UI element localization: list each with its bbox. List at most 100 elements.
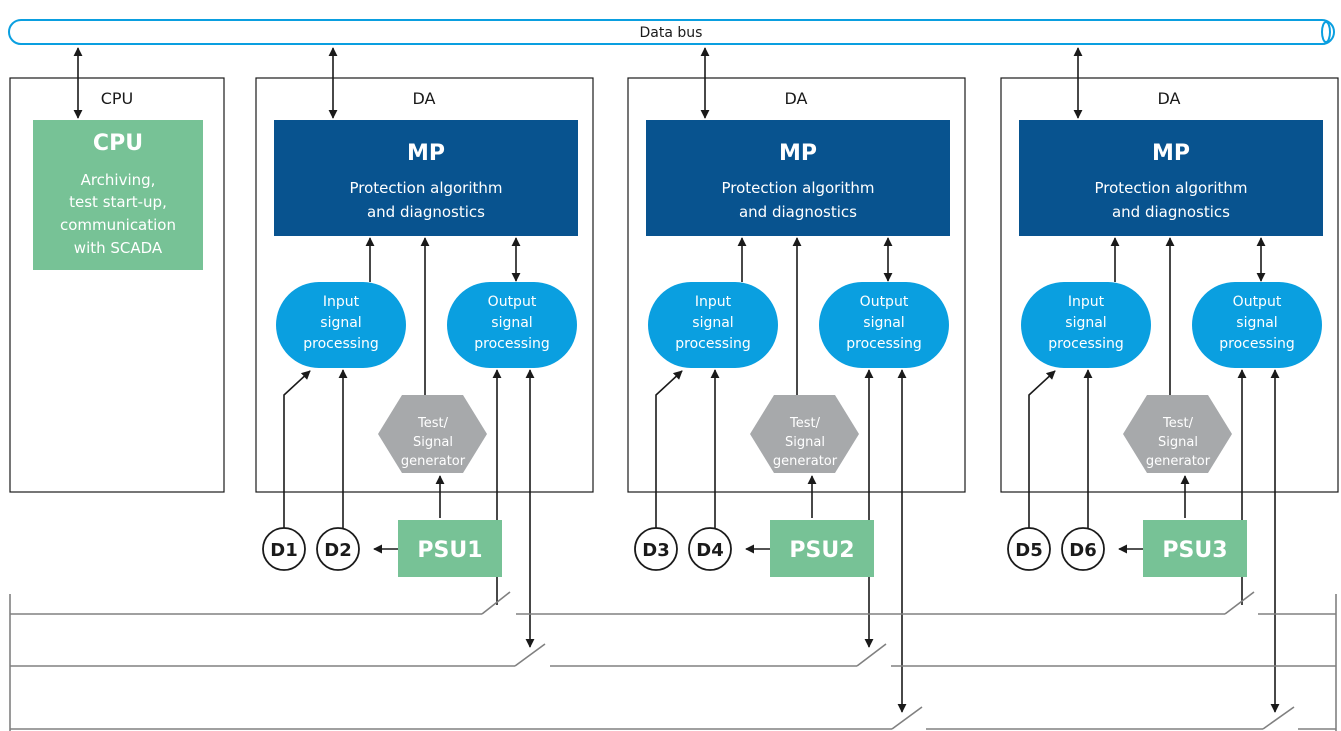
generator-line-2: Signal [1158, 435, 1198, 450]
cpu-box-line-4: with SCADA [74, 239, 163, 257]
output-processing-box [447, 282, 577, 368]
psu-box [398, 520, 502, 577]
output-line-2: signal [491, 315, 532, 331]
d5-to-input-arrow [1028, 370, 1056, 528]
input-processing-box [648, 282, 778, 368]
disk-label-2: D2 [324, 540, 351, 561]
input-line-2: signal [1065, 315, 1106, 331]
disk-label-2: D6 [1069, 540, 1096, 561]
cpu-panel-title: CPU [101, 89, 134, 108]
output-processing-box [819, 282, 949, 368]
mp-line-2: and diagnostics [1112, 203, 1230, 221]
psu-label: PSU2 [789, 538, 854, 563]
generator-line-3: generator [773, 454, 838, 469]
input-line-1: Input [323, 294, 360, 310]
signal-generator-box [750, 395, 859, 473]
busbar-1 [10, 591, 1336, 615]
disk-circle-1 [634, 527, 678, 571]
disk-label-1: D3 [642, 540, 669, 561]
busbar-2-switch [514, 643, 546, 667]
mp-box [274, 120, 578, 236]
da-panel-3: DA MP Protection algorithm and diagnosti… [1000, 47, 1339, 713]
busbar-3-switch [891, 706, 923, 730]
da-panel-frame [255, 77, 594, 493]
mp-line-1: Protection algorithm [349, 179, 502, 197]
output-processing-box [1192, 282, 1322, 368]
output-line-3: processing [1219, 336, 1294, 352]
disk-circle-1 [262, 527, 306, 571]
input-line-2: signal [692, 315, 733, 331]
disk-circle-2 [316, 527, 360, 571]
input-line-3: processing [303, 336, 378, 352]
busbar-1-switch [1224, 591, 1255, 615]
generator-line-3: generator [1146, 454, 1211, 469]
generator-line-2: Signal [785, 435, 825, 450]
mp-line-2: and diagnostics [367, 203, 485, 221]
generator-line-1: Test/ [1162, 416, 1194, 431]
data-bus: Data bus [8, 19, 1335, 45]
d1-to-input-arrow [283, 370, 311, 528]
input-line-2: signal [320, 315, 361, 331]
output-line-2: signal [863, 315, 904, 331]
busbar-3 [10, 706, 1336, 730]
signal-generator-box [1123, 395, 1232, 473]
busbar-1-switch [481, 591, 511, 615]
mp-line-2: and diagnostics [739, 203, 857, 221]
disk-circle-2 [1061, 527, 1105, 571]
busbar-2-switch [856, 643, 887, 667]
generator-line-1: Test/ [417, 416, 449, 431]
output-line-1: Output [488, 294, 537, 310]
da-panel-2: DA MP Protection algorithm and diagnosti… [627, 47, 966, 713]
d3-to-input-arrow [655, 370, 683, 528]
mp-box [1019, 120, 1323, 236]
mp-line-1: Protection algorithm [721, 179, 874, 197]
da-panel-frame [1000, 77, 1339, 493]
disk-label-2: D4 [696, 540, 723, 561]
cpu-panel-frame [9, 77, 225, 493]
da-panel-frame [627, 77, 966, 493]
mp-box [646, 120, 950, 236]
busbar-3-switch [1262, 706, 1295, 730]
disk-label-1: D1 [270, 540, 297, 561]
psu-box [1143, 520, 1247, 577]
output-line-3: processing [474, 336, 549, 352]
output-line-2: signal [1236, 315, 1277, 331]
input-line-3: processing [675, 336, 750, 352]
cpu-box [33, 120, 203, 270]
cpu-box-line-3: communication [60, 216, 176, 234]
da-panel-title: DA [413, 89, 436, 108]
output-line-1: Output [860, 294, 909, 310]
input-line-1: Input [695, 294, 732, 310]
generator-line-1: Test/ [789, 416, 821, 431]
mp-line-1: Protection algorithm [1094, 179, 1247, 197]
cpu-box-line-2: test start-up, [69, 193, 167, 211]
output-line-1: Output [1233, 294, 1282, 310]
cpu-box-line-1: Archiving, [81, 171, 156, 189]
busbars [9, 591, 1337, 731]
input-line-1: Input [1068, 294, 1105, 310]
generator-line-3: generator [401, 454, 466, 469]
mp-title: MP [1152, 141, 1190, 166]
da-panel-title: DA [785, 89, 808, 108]
psu-box [770, 520, 874, 577]
psu-label: PSU1 [417, 538, 482, 563]
cpu-box-title: CPU [93, 131, 143, 156]
data-bus-label: Data bus [640, 25, 703, 41]
data-bus-pipe [8, 19, 1335, 45]
generator-line-2: Signal [413, 435, 453, 450]
data-bus-end-cap [1321, 21, 1331, 43]
input-processing-box [1021, 282, 1151, 368]
output-line-3: processing [846, 336, 921, 352]
disk-circle-2 [688, 527, 732, 571]
input-processing-box [276, 282, 406, 368]
busbar-2 [10, 643, 1336, 667]
mp-title: MP [407, 141, 445, 166]
da-panel-1: DA MP Protection algorithm and diagnosti… [255, 47, 594, 648]
input-line-3: processing [1048, 336, 1123, 352]
da-panel-title: DA [1158, 89, 1181, 108]
psu-label: PSU3 [1162, 538, 1227, 563]
mp-title: MP [779, 141, 817, 166]
disk-label-1: D5 [1015, 540, 1042, 561]
disk-circle-1 [1007, 527, 1051, 571]
